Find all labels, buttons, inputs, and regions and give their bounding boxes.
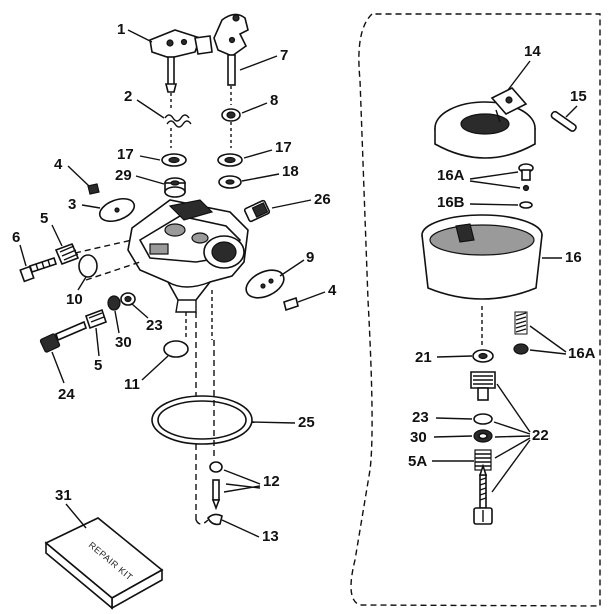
callout-4-lower: 4 (328, 282, 337, 299)
part-5-spring-upper (54, 242, 80, 266)
part-23-washer-left (120, 292, 136, 306)
callout-7: 7 (280, 47, 288, 64)
callout-23-right: 23 (412, 409, 429, 426)
part-26-inlet-fitting (243, 199, 271, 223)
callout-17-left: 17 (117, 146, 134, 163)
part-30-packing-left (107, 295, 121, 311)
callout-16: 16 (565, 249, 582, 266)
callout-22: 22 (532, 427, 549, 444)
part-4-screw-lower (283, 296, 299, 312)
callout-10: 10 (66, 291, 83, 308)
part-17-seal-right (217, 153, 243, 167)
callout-5a: 5A (408, 453, 427, 470)
callout-15: 15 (570, 88, 587, 105)
callout-24: 24 (58, 386, 75, 403)
callout-31: 31 (55, 487, 72, 504)
callout-4-top: 4 (54, 156, 63, 173)
part-2-spring (164, 114, 192, 148)
part-10-welch-plug (78, 254, 98, 278)
part-11-plug (163, 340, 189, 358)
part-17-seal-left (161, 153, 187, 167)
part-7-choke-shaft (213, 13, 249, 105)
part-9-choke-plate (245, 269, 285, 299)
callout-3: 3 (68, 196, 76, 213)
part-15-float-pin (550, 110, 577, 132)
part-25-gasket (151, 395, 253, 445)
part-13-clip (207, 513, 223, 526)
callout-5-lower: 5 (94, 357, 102, 374)
callout-26: 26 (314, 191, 331, 208)
part-22-jet-assembly (470, 371, 496, 401)
part-5-spring-lower (84, 308, 108, 330)
callout-9: 9 (306, 249, 314, 266)
callout-2: 2 (124, 88, 132, 105)
callout-30-left: 30 (115, 334, 132, 351)
part-4-screw-top (87, 183, 100, 195)
part-8-spring (221, 108, 241, 148)
callout-5-upper: 5 (40, 210, 48, 227)
callout-11: 11 (124, 376, 140, 393)
callout-23-left: 23 (146, 317, 163, 334)
part-6-screw (19, 256, 58, 283)
part-23-washer-right (473, 413, 493, 425)
callout-16a-top: 16A (437, 167, 465, 184)
part-24-needle (39, 320, 87, 353)
callout-25: 25 (298, 414, 315, 431)
callout-1: 1 (117, 21, 125, 38)
callout-12: 12 (263, 473, 280, 490)
callout-6: 6 (12, 229, 20, 246)
part-21-washer (472, 349, 494, 363)
callout-18: 18 (282, 163, 299, 180)
part-30-packing-right (473, 429, 493, 443)
callout-16a-bottom: 16A (568, 345, 596, 362)
callout-8: 8 (270, 92, 278, 109)
callout-13: 13 (262, 528, 279, 545)
callout-29: 29 (115, 167, 132, 184)
part-16a-top (518, 163, 534, 192)
part-16a-bottom (513, 311, 529, 355)
part-31-repair-kit: REPAIR KIT (44, 517, 164, 610)
carburetor-body (127, 199, 249, 340)
part-1-throttle-shaft (149, 29, 213, 110)
part-22-needle-screw (473, 463, 493, 525)
callout-21: 21 (415, 349, 432, 366)
callout-14: 14 (524, 43, 541, 60)
callout-17-right: 17 (275, 139, 292, 156)
part-16b (519, 201, 533, 209)
part-16-float-bowl (421, 214, 543, 346)
part-3-throttle-plate (98, 197, 136, 223)
callout-16b: 16B (437, 194, 465, 211)
part-14-float (434, 87, 536, 159)
part-18-bushing (218, 175, 242, 189)
callout-30-right: 30 (410, 429, 427, 446)
part-12-needle-seat (209, 461, 223, 511)
part-29-bushing (164, 177, 186, 198)
